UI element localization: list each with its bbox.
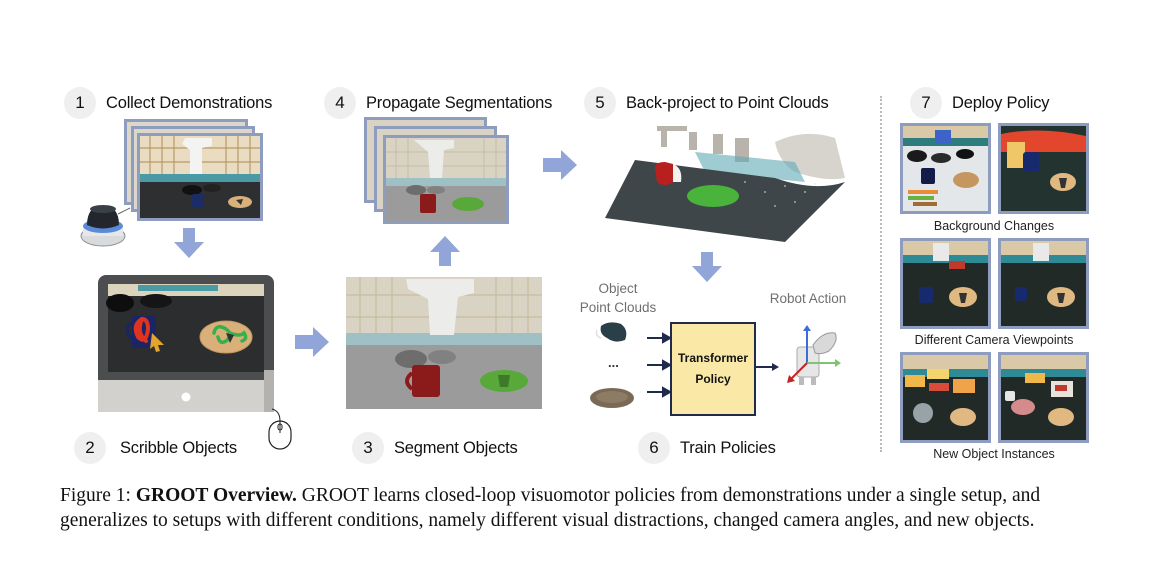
arrow-right-4-to-5 (543, 150, 577, 180)
step-1-header: 1 Collect Demonstrations (64, 87, 272, 119)
step-number-badge: 5 (584, 87, 616, 119)
caption-camera-viewpoints: Different Camera Viewpoints (914, 333, 1074, 347)
object-point-clouds-label: Object Point Clouds (578, 279, 658, 317)
step-label: Scribble Objects (120, 438, 237, 457)
point-cloud-visualization (605, 126, 845, 242)
deploy-thumb-background-2 (998, 123, 1089, 214)
label-line: Point Clouds (579, 300, 657, 315)
step-label: Segment Objects (394, 438, 518, 457)
caption-prefix: Figure 1: (60, 485, 136, 506)
model-name-line1: Transformer (677, 351, 749, 365)
step-number-badge: 6 (638, 432, 670, 464)
step-7-header: 7 Deploy Policy (910, 87, 1050, 119)
step-label: Back-project to Point Clouds (626, 93, 829, 112)
monitor-with-scribbles (98, 275, 274, 412)
seg-frame-front (383, 135, 509, 224)
plate-point-cloud-icon (590, 388, 634, 408)
step-4-header: 4 Propagate Segmentations (324, 87, 552, 119)
step-label: Train Policies (680, 438, 776, 457)
scene-image (1001, 355, 1086, 440)
figure-caption: Figure 1: GROOT Overview. GROOT learns c… (60, 483, 1120, 533)
step-number-badge: 3 (352, 432, 384, 464)
arrow-down-5-to-6 (692, 252, 722, 282)
arrow-up-3-to-4 (430, 236, 460, 266)
step-2-header: 2 Scribble Objects (74, 432, 237, 464)
ellipsis-text: ... (608, 355, 619, 370)
scene-image (1001, 126, 1086, 211)
robot-gripper-action-icon (787, 325, 841, 385)
deploy-thumb-viewpoint-1 (900, 238, 991, 329)
caption-body: GROOT learns closed-loop visuomotor poli… (60, 485, 1041, 531)
step-number-badge: 7 (910, 87, 942, 119)
step-6-header: 6 Train Policies (638, 432, 776, 464)
model-name-line2: Policy (695, 372, 731, 386)
step-label: Propagate Segmentations (366, 93, 553, 112)
deploy-thumb-background-1 (900, 123, 991, 214)
step-3-header: 3 Segment Objects (352, 432, 518, 464)
section-divider (880, 96, 882, 452)
step-number-badge: 1 (64, 87, 96, 119)
deploy-thumb-viewpoint-2 (998, 238, 1089, 329)
transformer-policy-box: Transformer Policy (670, 322, 756, 416)
arrow-down-1-to-2 (174, 228, 204, 258)
step-5-header: 5 Back-project to Point Clouds (584, 87, 829, 119)
scene-image (1001, 241, 1086, 326)
output-arrow (754, 363, 779, 371)
arrow-right-2-to-3 (295, 327, 329, 357)
spacemouse-icon (80, 205, 131, 247)
caption-background-changes: Background Changes (933, 219, 1055, 233)
input-arrows (647, 332, 671, 398)
mug-point-cloud-icon (595, 322, 627, 342)
label-line: Object (598, 281, 638, 296)
step-label: Collect Demonstrations (106, 93, 273, 112)
scene-image (903, 126, 988, 211)
deploy-thumb-objects-2 (998, 352, 1089, 443)
deploy-thumb-objects-1 (900, 352, 991, 443)
robot-action-label: Robot Action (769, 291, 847, 306)
mouse-icon (268, 408, 292, 450)
step-number-badge: 4 (324, 87, 356, 119)
scene-image (903, 241, 988, 326)
step-label: Deploy Policy (952, 93, 1050, 112)
robot-scene-image (140, 136, 260, 218)
step-number-badge: 2 (74, 432, 106, 464)
caption-title: GROOT Overview. (135, 485, 297, 506)
segmented-scene-image (346, 277, 542, 409)
caption-new-objects: New Object Instances (933, 447, 1055, 461)
scene-image (903, 355, 988, 440)
demo-frame-front (137, 133, 263, 221)
segmented-frame-image (386, 138, 506, 221)
